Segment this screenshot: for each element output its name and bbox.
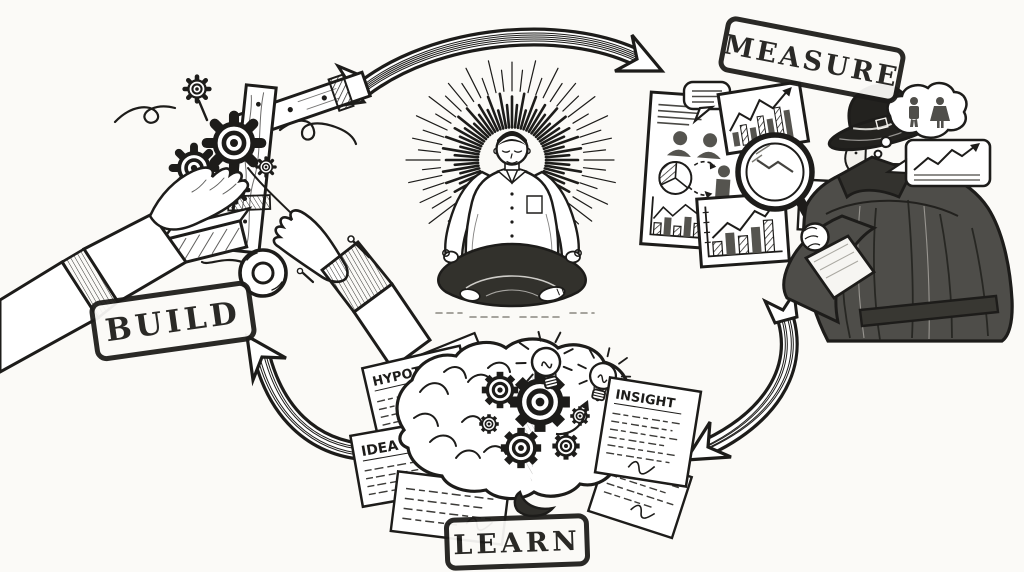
measure-illustration bbox=[639, 80, 1014, 343]
build-stamp: BUILD bbox=[89, 280, 257, 362]
measure-stamp: MEASURE bbox=[718, 16, 906, 104]
gear-icon bbox=[552, 432, 579, 459]
cycle-arrow-measure-to-learn bbox=[682, 288, 799, 462]
right-hand bbox=[247, 167, 433, 371]
learn-stamp: LEARN bbox=[443, 513, 591, 571]
svg-text:IDEA: IDEA bbox=[360, 438, 400, 460]
build-illustration bbox=[0, 70, 433, 374]
magnifier-icon bbox=[735, 132, 823, 238]
gear-icon bbox=[477, 412, 501, 436]
tape-roll-icon bbox=[200, 248, 288, 298]
brain-gyri bbox=[413, 361, 511, 459]
learn-illustration: HYPOTHESIS IDEA bbox=[348, 323, 703, 546]
brain-icon bbox=[395, 337, 641, 518]
gear-icon bbox=[501, 428, 541, 468]
paper-insight: INSIGHT bbox=[593, 375, 703, 489]
cycle-arrow-build-to-measure bbox=[332, 27, 666, 109]
meditating-person bbox=[405, 60, 616, 318]
svg-text:LEARN: LEARN bbox=[453, 526, 582, 561]
wood-block bbox=[159, 206, 253, 269]
shirt-cuff bbox=[803, 234, 876, 300]
gripping-hand bbox=[800, 222, 830, 252]
coat-belt bbox=[858, 294, 1000, 328]
speech-bubble-chart-icon bbox=[884, 138, 992, 188]
gear-icon bbox=[207, 116, 262, 171]
gear-icon bbox=[185, 77, 210, 102]
gear-icon bbox=[255, 156, 277, 178]
left-hand bbox=[0, 166, 250, 374]
pie-chart-icon bbox=[658, 160, 693, 195]
thought-bubble-icon bbox=[873, 81, 968, 159]
users-icon bbox=[666, 131, 721, 160]
gear-icon bbox=[510, 372, 570, 432]
chart-panel-bar-arrow bbox=[695, 191, 791, 269]
